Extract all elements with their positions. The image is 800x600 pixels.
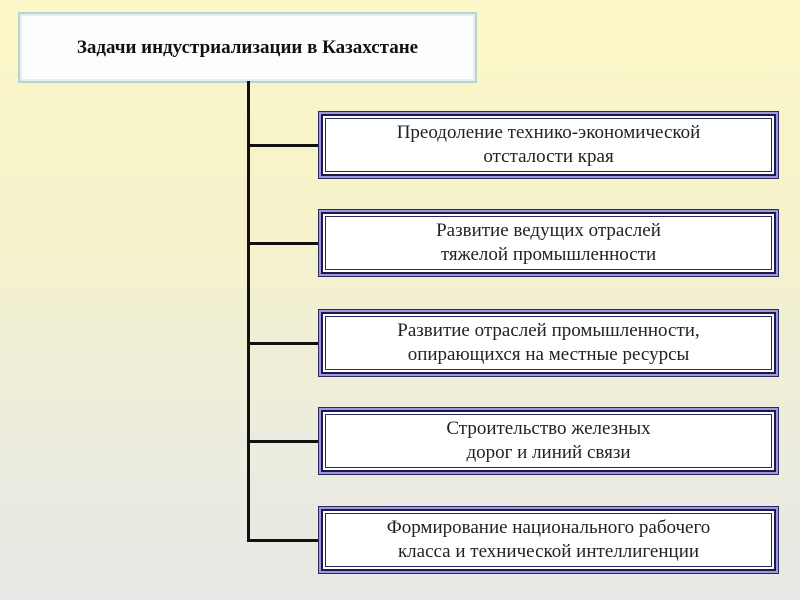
task-text: класса и технической интеллигенции: [397, 541, 700, 562]
task-text: Развитие отраслей промышленности,: [397, 320, 700, 341]
diagram-title: Задачи индустриализации в Казахстане: [76, 36, 419, 58]
connector-branch: [247, 539, 323, 542]
task-text: Развитие ведущих отраслей: [436, 220, 661, 241]
task-box-4: Строительство железных дорог и линий свя…: [321, 410, 776, 472]
connector-branch: [247, 242, 323, 245]
task-text: тяжелой промышленности: [440, 244, 657, 265]
task-box-2: Развитие ведущих отраслей тяжелой промыш…: [321, 212, 776, 274]
task-box-3: Развитие отраслей промышленности, опираю…: [321, 312, 776, 374]
task-text: Строительство железных: [446, 418, 651, 439]
connector-branch: [247, 440, 323, 443]
task-box-1: Преодоление технико-экономической отстал…: [321, 114, 776, 176]
diagram-title-box: Задачи индустриализации в Казахстане: [18, 12, 477, 83]
task-text: Формирование национального рабочего: [386, 517, 711, 538]
connector-branch: [247, 342, 323, 345]
connector-branch: [247, 144, 323, 147]
task-box-5: Формирование национального рабочего клас…: [321, 509, 776, 571]
task-text: Преодоление технико-экономической: [396, 122, 701, 143]
task-text: отсталости края: [483, 146, 614, 167]
connector-trunk: [247, 81, 250, 541]
task-text: опирающихся на местные ресурсы: [407, 344, 690, 365]
task-text: дорог и линий связи: [466, 442, 631, 463]
